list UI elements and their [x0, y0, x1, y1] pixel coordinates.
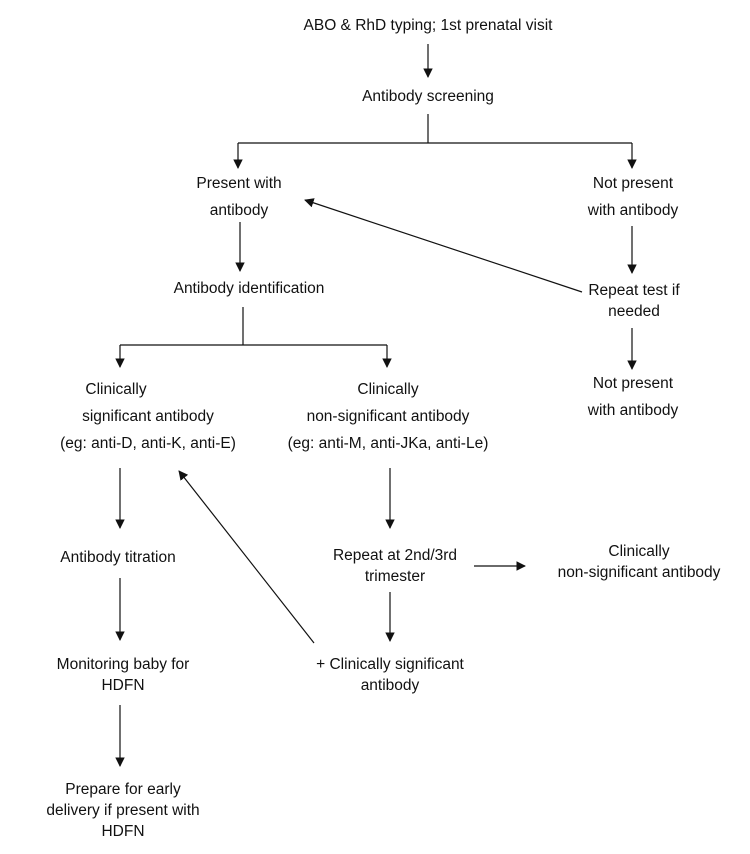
node-text: significant antibody: [82, 408, 214, 425]
node-clinically-non-significant-result: Clinically non-significant antibody: [558, 541, 721, 583]
node-text: trimester: [364, 568, 426, 585]
arrow-plus-clin-sig-to-clin-sig: [178, 470, 315, 644]
node-not-present-with-antibody: Not present with antibody: [588, 170, 678, 224]
node-antibody-screening: Antibody screening: [362, 83, 494, 110]
node-text: needed: [608, 303, 660, 320]
node-monitoring-baby: Monitoring baby for HDFN: [57, 654, 190, 696]
node-plus-clinically-significant: + Clinically significant antibody: [316, 654, 464, 696]
node-antibody-titration: Antibody titration: [60, 544, 175, 571]
node-text: Monitoring baby for: [56, 656, 190, 673]
node-text: ABO & RhD typing; 1st prenatal visit: [303, 17, 553, 34]
node-text: (eg: anti-D, anti-K, anti-E): [60, 435, 236, 452]
node-text: Clinically: [85, 381, 147, 398]
node-text: Present with: [196, 175, 282, 192]
node-text: Not present: [592, 375, 674, 392]
node-text: (eg: anti-M, anti-JKa, anti-Le): [287, 435, 489, 452]
node-text: delivery if present with: [46, 802, 200, 819]
node-text: Not present: [592, 175, 674, 192]
node-antibody-identification: Antibody identification: [174, 275, 325, 302]
node-text: HDFN: [101, 677, 145, 694]
node-text: non-significant antibody: [557, 564, 721, 581]
node-text: Clinically: [608, 543, 670, 560]
node-present-with-antibody: Present with antibody: [196, 170, 281, 224]
node-text: Prepare for early: [65, 781, 181, 798]
arrow-repeat-to-present: [304, 198, 583, 293]
node-text: Antibody titration: [60, 549, 176, 566]
node-prepare-early-delivery: Prepare for early delivery if present wi…: [46, 779, 199, 842]
node-not-present-with-antibody-final: Not present with antibody: [588, 370, 678, 424]
node-text: antibody: [360, 677, 420, 694]
node-text: Antibody identification: [173, 280, 325, 297]
node-clinically-non-significant: Clinically non-significant antibody (eg:…: [288, 376, 489, 457]
node-repeat-trimester: Repeat at 2nd/3rd trimester: [333, 545, 457, 587]
node-text: Antibody screening: [362, 88, 494, 105]
node-text: + Clinically significant: [316, 656, 464, 673]
node-text: Clinically: [357, 381, 419, 398]
node-text: with antibody: [587, 402, 679, 419]
node-text: antibody: [209, 202, 269, 219]
node-text: Repeat at 2nd/3rd: [332, 547, 458, 564]
node-abo-rhd-typing: ABO & RhD typing; 1st prenatal visit: [304, 12, 553, 39]
node-repeat-test-if-needed: Repeat test if needed: [588, 280, 679, 322]
node-clinically-significant: Clinically significant antibody (eg: ant…: [60, 376, 236, 457]
node-text: non-significant antibody: [306, 408, 470, 425]
node-text: with antibody: [587, 202, 679, 219]
node-text: HDFN: [101, 823, 145, 840]
node-text: Repeat test if: [588, 282, 680, 299]
